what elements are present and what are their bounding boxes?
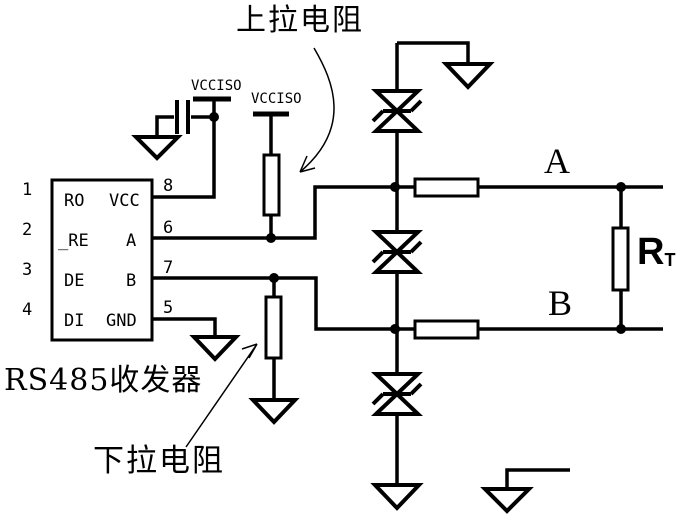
ic-title: RS485收发器 [4,363,203,398]
pin-number-8: 8 [163,176,174,196]
wire-ground-stub [505,468,570,489]
pin-number-7: 7 [163,258,174,278]
tvs-diode-middle-icon [371,230,423,274]
pin-label-de: DE [64,271,85,291]
ground-symbol-ic-icon [189,335,241,362]
tvs-diode-top-icon [371,89,423,133]
pin-number-6: 6 [163,218,174,238]
pin-number-4: 4 [22,300,33,320]
termination-resistor-icon [611,187,630,329]
pullup-annotation: 上拉电阻 [236,3,364,38]
ground-symbol-pulldown-icon [248,398,300,425]
pin-label-a: A [126,231,137,251]
pin-number-5: 5 [163,298,174,318]
pin-number-1: 1 [22,180,33,200]
capacitor-icon [131,100,214,161]
pin-number-2: 2 [22,220,33,240]
power-rail-2-label: VCCISO [251,91,302,107]
pullup-arrow-icon [299,47,335,173]
series-resistor-a-icon [413,177,480,198]
wire-gnd [152,317,217,337]
pulldown-resistor-icon [264,278,283,400]
wire-a [152,185,415,240]
rt-subscript: T [664,250,676,270]
pin-label-di: DI [64,311,85,331]
pin-label-vcc: VCC [109,191,140,211]
pin-label-ro: RO [64,191,85,211]
series-resistor-b-icon [413,319,480,340]
pin-label-b: B [126,271,137,291]
pin-label-re: _RE [58,231,89,251]
ic-body [50,178,154,342]
wire-tvs-top [397,41,470,64]
ground-symbol-top-icon [441,62,495,90]
bus-line-b-label: B [548,283,573,323]
pulldown-arrow-icon [185,343,258,448]
termination-resistor-label: RT [637,233,675,271]
wire-b [152,276,415,331]
wire-vcc [152,101,216,199]
rt-symbol: R [637,231,665,273]
ground-symbol-right-icon [480,487,534,514]
pulldown-annotation: 下拉电阻 [93,443,225,479]
pin-number-3: 3 [22,260,33,280]
pullup-resistor-icon [262,114,281,238]
bus-line-a-label: A [544,141,570,181]
junction-dots [209,112,626,334]
ground-symbol-bottom-icon [370,483,424,511]
power-rail-1-label: VCCISO [191,78,242,94]
pin-label-gnd: GND [106,311,137,331]
tvs-diode-bottom-icon [371,372,423,416]
